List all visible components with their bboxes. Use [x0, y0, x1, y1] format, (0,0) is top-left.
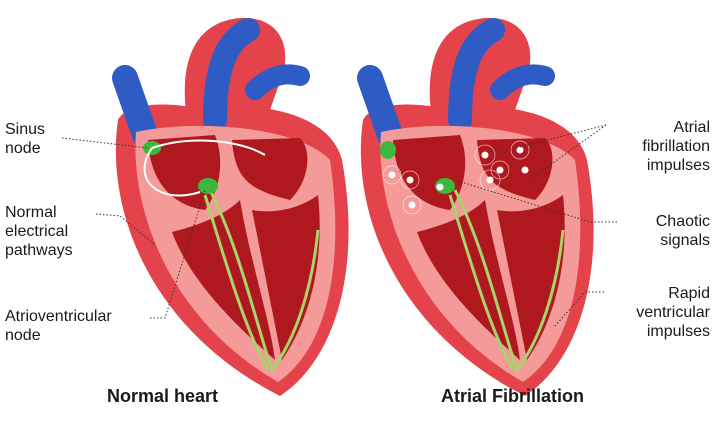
- label-normal-pathways: Normal electrical pathways: [5, 203, 73, 260]
- label-afib-impulses: Atrial fibrillation impulses: [642, 118, 710, 175]
- leader-lines: [61, 124, 617, 327]
- label-line: Atrial: [673, 119, 710, 136]
- afib-sinus-node: [380, 141, 396, 159]
- impulse-arrow: [143, 147, 201, 197]
- label-line: pathways: [5, 242, 73, 259]
- afib-heart-illustration: [361, 18, 594, 396]
- label-line: impulses: [646, 157, 710, 174]
- label-rapid-impulses: Rapid ventricular impulses: [636, 284, 710, 341]
- normal-heart-illustration: [116, 18, 349, 396]
- label-line: Rapid: [668, 285, 710, 302]
- label-av-node: Atrioventricular node: [5, 307, 112, 345]
- label-line: Normal: [5, 204, 57, 221]
- label-line: node: [5, 140, 41, 157]
- label-line: signals: [660, 232, 710, 249]
- av-node-marker: [198, 178, 218, 194]
- label-line: electrical: [5, 223, 69, 240]
- label-chaotic-signals: Chaotic signals: [656, 212, 710, 250]
- impulse-arrow: [151, 139, 266, 156]
- label-line: fibrillation: [642, 138, 710, 155]
- label-line: node: [5, 327, 41, 344]
- label-line: Chaotic: [655, 213, 710, 230]
- label-line: ventricular: [636, 304, 710, 321]
- caption-atrial-fibrillation: Atrial Fibrillation: [441, 386, 585, 406]
- label-line: Atrioventricular: [5, 308, 112, 325]
- label-sinus-node: Sinus node: [5, 120, 45, 158]
- label-line: impulses: [646, 323, 710, 340]
- caption-normal-heart: Normal heart: [107, 386, 219, 406]
- label-line: Sinus: [5, 121, 46, 138]
- chaotic-impulses: [382, 140, 530, 215]
